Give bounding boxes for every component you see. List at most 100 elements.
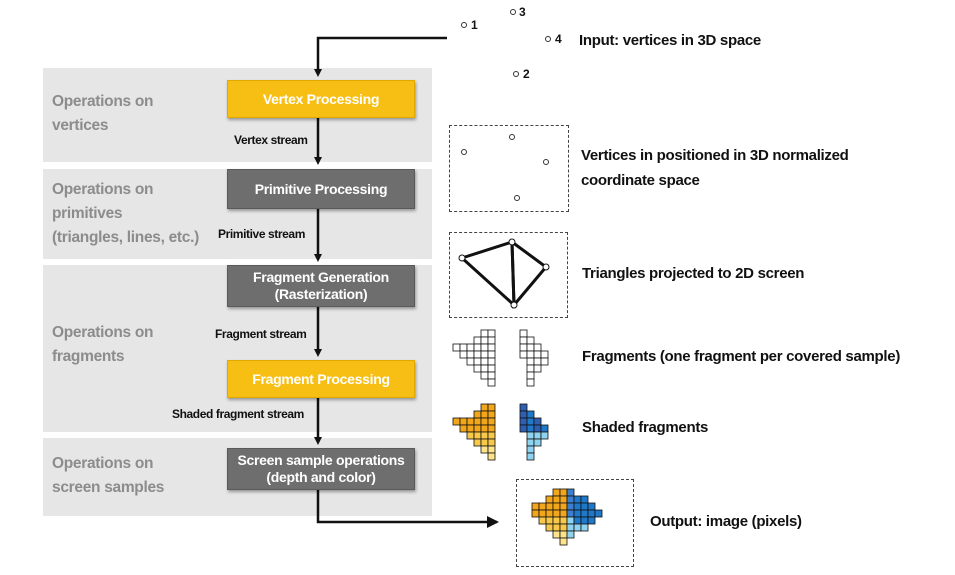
shaded-fragment-cell [480,438,489,447]
shaded-fragment-cell [540,431,549,440]
desc-fragments: Fragments (one fragment per covered samp… [582,348,901,365]
stage-primitive-processing: Primitive Processing [227,169,415,209]
shaded-fragment-cell [473,417,482,426]
shaded-fragment-cell [473,424,482,433]
desc-output-image: Output: image (pixels) [650,513,802,530]
vertex-point-2 [513,71,519,77]
normalized-vertex [509,134,515,140]
shaded-fragment-cell [487,424,496,433]
shaded-fragment-cell [526,431,535,440]
shaded-fragment-cell [466,424,475,433]
band-label-fragments: Operations on fragments [52,324,154,365]
fragment-cell [487,343,496,352]
fragment-cell [480,350,489,359]
fragment-cell [533,343,542,352]
shaded-fragment-cell [452,417,461,426]
fragment-cell [487,357,496,366]
fragment-cell [480,343,489,352]
desc-input-vertices: Input: vertices in 3D space [579,32,761,49]
fragment-cell [473,364,482,373]
fragment-cell [487,329,496,338]
fragment-cell [466,350,475,359]
output-pixel [566,530,575,539]
fragment-cell [480,329,489,338]
fragment-cell [466,343,475,352]
fragment-cell [466,357,475,366]
shaded-fragment-cell [533,424,542,433]
desc-triangles-projected: Triangles projected to 2D screen [582,265,805,282]
shaded-fragment-cell [519,424,528,433]
fragment-cell [480,371,489,380]
shaded-fragment-cell [480,403,489,412]
shaded-fragment-cell [487,445,496,454]
fragment-cell [480,364,489,373]
stream-label-vertex: Vertex stream [234,133,308,147]
shaded-fragment-cell [487,431,496,440]
shaded-fragment-cell [533,431,542,440]
vertex-number-1: 1 [471,18,478,32]
shaded-fragment-cell [459,424,468,433]
vertex-point-1 [461,22,467,28]
shaded-fragment-cell [487,410,496,419]
fragment-cell [459,343,468,352]
shaded-fragment-cell [526,417,535,426]
normalized-vertex [514,195,520,201]
fragment-cell [526,343,535,352]
shaded-fragment-cell [473,431,482,440]
shaded-fragment-cell [519,417,528,426]
normalized-space-box [449,125,569,212]
output-pixel [587,516,596,525]
fragment-cell [519,350,528,359]
shaded-fragment-cell [473,438,482,447]
input-arrow [314,36,447,77]
stage-vertex-processing: Vertex Processing [227,80,415,118]
shaded-fragment-cell [540,424,549,433]
fragment-cell [540,357,549,366]
fragment-cell [473,336,482,345]
shaded-fragment-cell [480,417,489,426]
shaded-fragment-cell [480,431,489,440]
fragment-cell [480,336,489,345]
output-pixel [559,537,568,546]
shaded-fragment-cell [526,438,535,447]
vertex-number-4: 4 [555,32,562,46]
fragment-cell [459,350,468,359]
fragment-cell [452,343,461,352]
band-label-screen-samples: Operations on screen samples [52,455,165,496]
normalized-vertex [461,149,467,155]
shaded-fragment-cell [519,403,528,412]
shaded-fragment-cell [487,438,496,447]
shaded-fragment-cell [526,445,535,454]
fragment-cell [540,350,549,359]
shaded-fragment-cell [480,424,489,433]
fragment-cell [480,357,489,366]
shaded-fragment-cell [466,431,475,440]
fragment-cell [473,343,482,352]
stream-label-primitive: Primitive stream [218,227,305,241]
fragment-cell [519,336,528,345]
band-label-primitives: Operations on primitives (triangles, lin… [52,181,199,246]
output-pixel [580,523,589,532]
shaded-fragment-cell [533,438,542,447]
fragment-cell [487,371,496,380]
fragment-cell [487,350,496,359]
fragment-cell [487,364,496,373]
fragment-cell [487,378,496,387]
vertex-number-3: 3 [519,5,526,19]
stage-fragment-generation: Fragment Generation (Rasterization) [227,265,415,307]
fragment-cell [526,336,535,345]
band-label-vertices: Operations on vertices [52,93,154,134]
desc-normalized-vertices: Vertices in positioned in 3D normalized … [581,147,849,189]
fragment-cell [533,357,542,366]
shaded-fragment-cell [526,424,535,433]
shaded-fragment-cell [519,410,528,419]
stream-label-shaded-fragment: Shaded fragment stream [172,407,304,421]
output-image-box [516,479,634,567]
shaded-fragment-cell [487,452,496,461]
vertex-point-4 [545,36,551,42]
shaded-fragment-cell [480,445,489,454]
shaded-fragment-cell [487,403,496,412]
desc-shaded-fragments: Shaded fragments [582,419,709,436]
